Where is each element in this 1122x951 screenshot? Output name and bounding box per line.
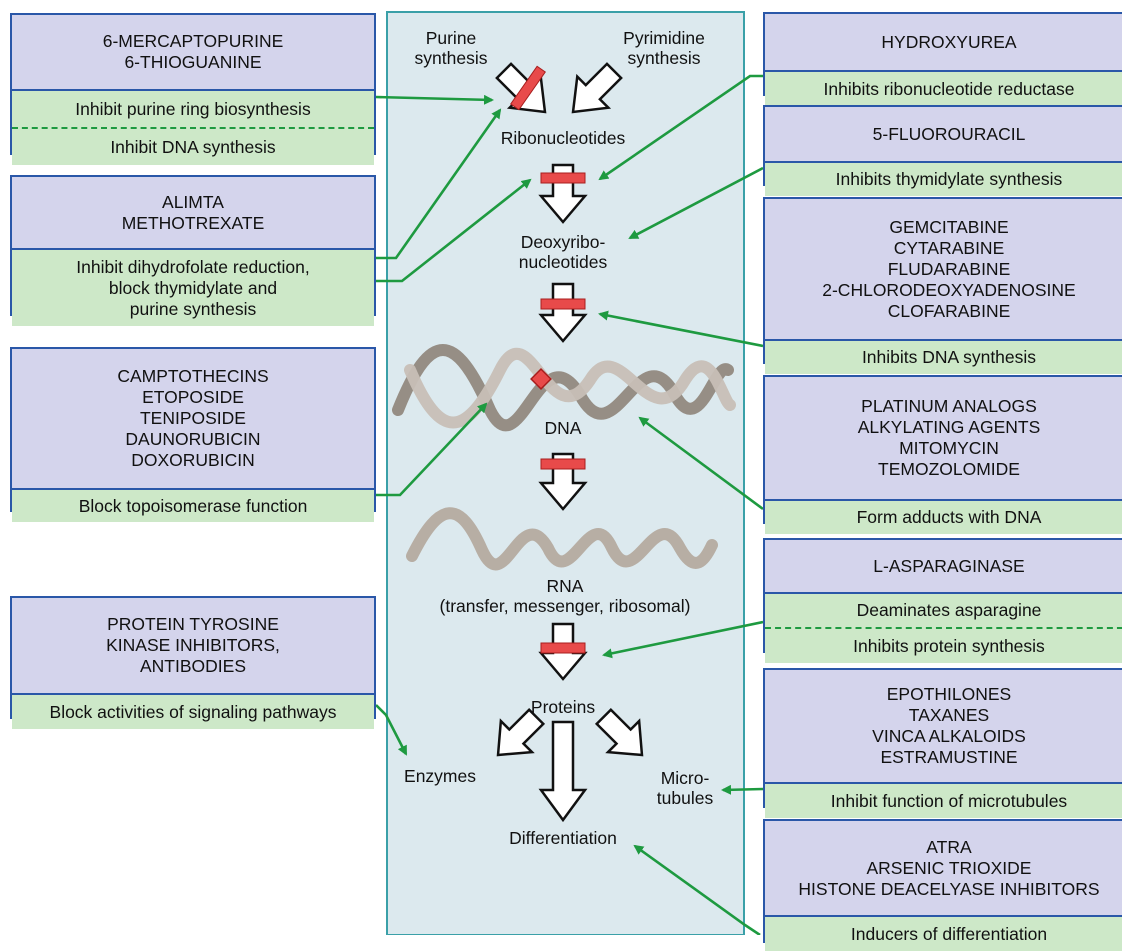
arrow-ribo-deoxy (538, 163, 588, 224)
drug-box-dna-adducts: PLATINUM ANALOGS ALKYLATING AGENTS MITOM… (763, 375, 1122, 534)
drug-box-methotrexate: ALIMTA METHOTREXATE Inhibit dihydrofolat… (10, 175, 376, 326)
drug-names: PROTEIN TYROSINE KINASE INHIBITORS, ANTI… (106, 614, 280, 676)
drug-names: GEMCITABINE CYTARABINE FLUDARABINE 2-CHL… (822, 216, 1076, 321)
label-proteins: Proteins (530, 697, 596, 717)
drug-names: ATRA ARSENIC TRIOXIDE HISTONE DEACELYASE… (798, 836, 1100, 899)
arrow-to-microtubules (594, 707, 644, 757)
drug-box-5fu: 5-FLUOROURACIL Inhibits thymidylate synt… (763, 105, 1122, 196)
drug-effect: Inducers of differentiation (765, 915, 1122, 951)
arrow-to-differentiation (538, 720, 588, 823)
drug-effect: Block topoisomerase function (12, 488, 374, 522)
drug-names: CAMPTOTHECINS ETOPOSIDE TENIPOSIDE DAUNO… (117, 366, 269, 470)
drug-effect: Deaminates asparagine (765, 592, 1122, 627)
drug-names: 6-MERCAPTOPURINE 6-THIOGUANINE (102, 31, 284, 72)
purine-block (510, 65, 546, 111)
drug-names: 5-FLUOROURACIL (872, 123, 1026, 144)
drug-effect: Inhibit purine ring biosynthesis (12, 89, 374, 127)
drug-effect: Inhibit dihydrofolate reduction, block t… (12, 248, 374, 326)
drug-box-nucleoside-analogs: GEMCITABINE CYTARABINE FLUDARABINE 2-CHL… (763, 197, 1122, 374)
drug-box-asparaginase: L-ASPARAGINASE Deaminates asparagine Inh… (763, 538, 1122, 663)
drug-effect: Inhibits thymidylate synthesis (765, 161, 1122, 196)
block-protein-synthesis (540, 642, 586, 654)
block-transcription (540, 458, 586, 470)
label-rna: RNA (transfer, messenger, ribosomal) (439, 576, 691, 616)
drug-names: L-ASPARAGINASE (873, 555, 1025, 576)
drug-effect: Inhibit function of microtubules (765, 782, 1122, 818)
label-differentiation: Differentiation (509, 828, 617, 848)
drug-effect: Inhibits protein synthesis (765, 627, 1122, 663)
block-dna-synthesis (540, 298, 586, 310)
drug-effect: Inhibits ribonucleotide reductase (765, 70, 1122, 106)
drug-box-topoisomerase: CAMPTOTHECINS ETOPOSIDE TENIPOSIDE DAUNO… (10, 347, 376, 522)
pyrimidine-arrow (571, 62, 623, 114)
drug-box-differentiation: ATRA ARSENIC TRIOXIDE HISTONE DEACELYASE… (763, 819, 1122, 951)
arrow-to-enzymes (496, 707, 546, 757)
drug-effect: Form adducts with DNA (765, 499, 1122, 534)
label-pyrimidine-synthesis: Pyrimidine synthesis (623, 28, 705, 68)
drug-box-microtubule: EPOTHILONES TAXANES VINCA ALKALOIDS ESTR… (763, 668, 1122, 818)
drug-effect: Inhibit DNA synthesis (12, 127, 374, 165)
label-purine-synthesis: Purine synthesis (414, 28, 488, 68)
rna-strand (406, 507, 718, 571)
label-enzymes: Enzymes (404, 766, 476, 786)
drug-effect: Inhibits DNA synthesis (765, 339, 1122, 374)
label-deoxyribonucleotides: Deoxyribo- nucleotides (518, 232, 608, 272)
drug-box-tyrosine-kinase: PROTEIN TYROSINE KINASE INHIBITORS, ANTI… (10, 596, 376, 729)
drug-names: HYDROXYUREA (881, 31, 1017, 52)
block-ribonucleotide-reductase (540, 172, 586, 184)
drug-names: EPOTHILONES TAXANES VINCA ALKALOIDS ESTR… (872, 684, 1026, 767)
arrow-deoxy-dna (538, 282, 588, 343)
dna-helix (392, 344, 736, 432)
drug-box-6mp: 6-MERCAPTOPURINE 6-THIOGUANINE Inhibit p… (10, 13, 376, 165)
label-ribonucleotides: Ribonucleotides (500, 128, 626, 148)
connectors (375, 74, 764, 935)
label-dna: DNA (544, 418, 582, 438)
label-microtubules: Micro- tubules (656, 768, 714, 808)
drug-names: PLATINUM ANALOGS ALKYLATING AGENTS MITOM… (857, 396, 1041, 479)
dna-adduct (530, 368, 552, 390)
drug-box-hydroxyurea: HYDROXYUREA Inhibits ribonucleotide redu… (763, 12, 1122, 106)
drug-effect: Block activities of signaling pathways (12, 693, 374, 729)
drug-names: ALIMTA METHOTREXATE (121, 191, 265, 233)
